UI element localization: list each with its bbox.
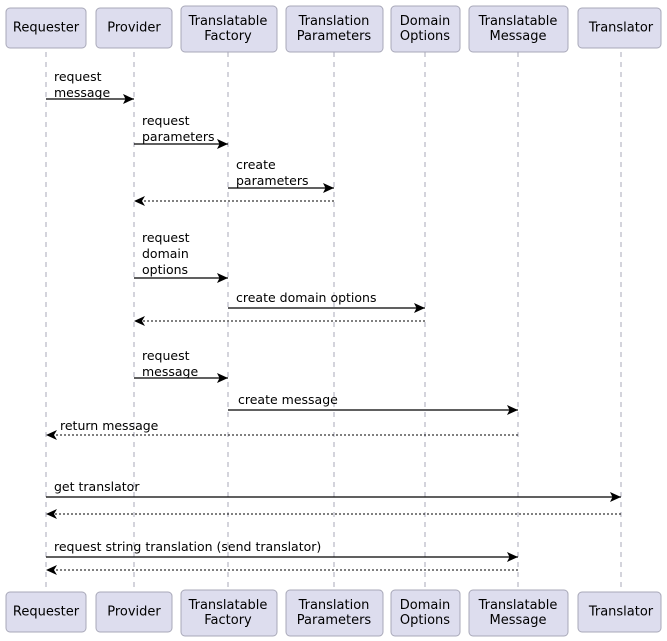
participant-label-factory: Factory [204, 613, 252, 628]
participant-box-factory[interactable] [180, 5, 278, 53]
participant-footer-translator[interactable]: Translator [577, 591, 662, 633]
arrowhead-m10 [46, 430, 57, 440]
message-label-m10: return message [60, 418, 159, 433]
arrowhead-m6 [414, 303, 425, 313]
arrowhead-m12 [46, 509, 57, 519]
message-m14 [46, 565, 518, 575]
participant-header-translator[interactable]: Translator [577, 7, 662, 49]
participant-label-factory: Factory [204, 29, 252, 44]
participant-box-domain[interactable] [390, 589, 461, 637]
participant-box-message[interactable] [468, 5, 569, 53]
message-label-m6: create domain options [236, 290, 376, 305]
arrowhead-m9 [507, 405, 518, 415]
message-label-m3: parameters [236, 173, 309, 188]
participant-box-message[interactable] [468, 589, 569, 637]
message-label-m1: message [54, 85, 110, 100]
participant-box-translator[interactable] [577, 591, 662, 633]
participant-header-provider[interactable]: Provider [95, 7, 173, 49]
participant-label-parameters: Parameters [297, 613, 372, 628]
participant-label-provider: Provider [107, 605, 161, 620]
participant-label-translator: Translator [588, 605, 654, 620]
participant-label-provider: Provider [107, 21, 161, 36]
arrowhead-m11 [610, 492, 621, 502]
message-label-m3: create [236, 157, 276, 172]
participant-label-message: Message [490, 29, 547, 44]
participant-label-domain: Options [400, 613, 450, 628]
arrowhead-m4 [134, 196, 145, 206]
arrowhead-m2 [217, 139, 228, 149]
arrowhead-m8 [217, 373, 228, 383]
participant-label-message: Translatable [478, 598, 558, 613]
participant-box-provider[interactable] [95, 7, 173, 49]
message-m10: return message [46, 418, 518, 440]
participant-label-domain: Domain [400, 598, 450, 613]
message-label-m5: options [142, 262, 188, 277]
participant-label-requester: Requester [13, 605, 80, 620]
participant-label-parameters: Translation [298, 14, 370, 29]
lifelines-layer [45, 52, 622, 590]
participant-box-factory[interactable] [180, 589, 278, 637]
message-m7 [134, 316, 425, 326]
message-label-m1: request [54, 69, 102, 84]
arrowhead-m5 [217, 273, 228, 283]
participant-header-requester[interactable]: Requester [5, 7, 87, 49]
message-m4 [134, 196, 334, 206]
participant-box-parameters[interactable] [285, 589, 384, 637]
message-m13: request string translation (send transla… [46, 539, 518, 562]
message-m9: create message [228, 392, 518, 415]
message-label-m5: request [142, 230, 190, 245]
arrowhead-m13 [507, 552, 518, 562]
participant-footer-requester[interactable]: Requester [5, 591, 87, 633]
message-m11: get translator [46, 479, 621, 502]
message-label-m8: message [142, 364, 198, 379]
message-m6: create domain options [228, 290, 425, 313]
participant-box-requester[interactable] [5, 7, 87, 49]
participant-box-domain[interactable] [390, 5, 461, 53]
participant-box-translator[interactable] [577, 7, 662, 49]
participant-label-domain: Options [400, 29, 450, 44]
participant-label-message: Message [490, 613, 547, 628]
message-label-m9: create message [238, 392, 338, 407]
participant-label-domain: Domain [400, 14, 450, 29]
message-label-m8: request [142, 348, 190, 363]
participant-box-requester[interactable] [5, 591, 87, 633]
message-label-m11: get translator [54, 479, 140, 494]
participant-label-requester: Requester [13, 21, 80, 36]
message-label-m13: request string translation (send transla… [54, 539, 321, 554]
participant-label-message: Translatable [478, 14, 558, 29]
arrowhead-m3 [323, 183, 334, 193]
participant-label-parameters: Translation [298, 598, 370, 613]
arrowhead-m14 [46, 565, 57, 575]
message-label-m2: request [142, 113, 190, 128]
participant-footer-provider[interactable]: Provider [95, 591, 173, 633]
messages-layer: requestmessagerequestparameterscreatepar… [46, 69, 621, 575]
message-label-m5: domain [142, 246, 189, 261]
participant-box-parameters[interactable] [285, 5, 384, 53]
participant-box-provider[interactable] [95, 591, 173, 633]
participant-label-factory: Translatable [188, 598, 268, 613]
participant-label-translator: Translator [588, 21, 654, 36]
message-m12 [46, 509, 621, 519]
arrowhead-m1 [123, 94, 134, 104]
participant-label-factory: Translatable [188, 14, 268, 29]
arrowhead-m7 [134, 316, 145, 326]
message-label-m2: parameters [142, 129, 215, 144]
participant-label-parameters: Parameters [297, 29, 372, 44]
